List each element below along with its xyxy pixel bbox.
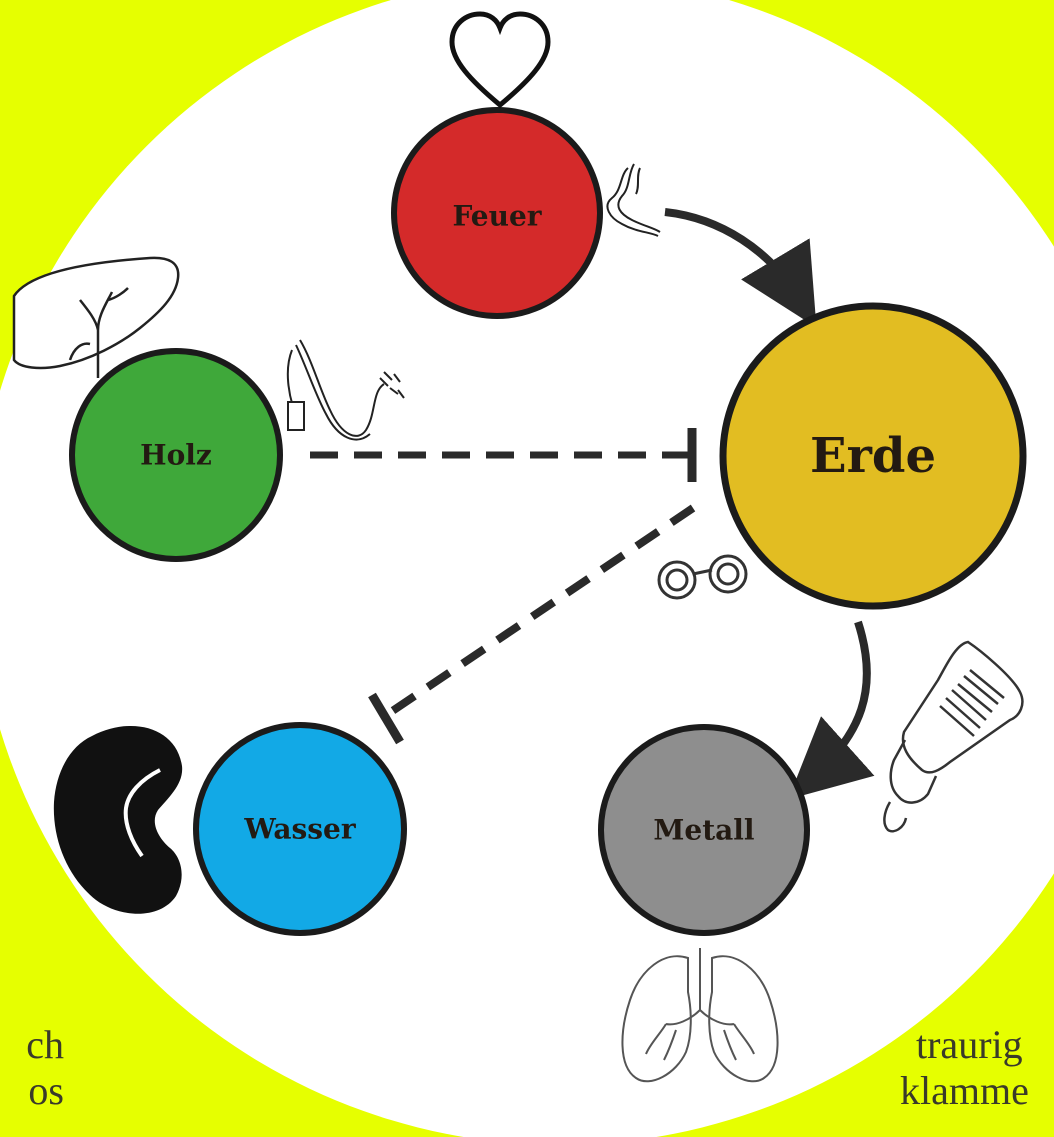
node-wasser-label: Wasser xyxy=(243,813,356,846)
node-metall: Metall xyxy=(598,724,810,936)
kidney-icon xyxy=(53,726,183,914)
node-holz-label: Holz xyxy=(140,439,212,472)
corner-text-left-line2: os xyxy=(28,1068,64,1113)
corner-text-left: ch os xyxy=(0,1022,64,1114)
corner-text-right-line1: traurig xyxy=(916,1022,1023,1067)
handcuffs-icon xyxy=(657,554,748,600)
baby-bottle-icon xyxy=(883,640,1024,833)
corner-text-right-line2: klamme xyxy=(900,1068,1029,1113)
whip-icon xyxy=(286,339,405,441)
node-metall-label: Metall xyxy=(653,814,754,847)
node-feuer: Feuer xyxy=(391,107,603,319)
node-feuer-label: Feuer xyxy=(452,200,542,233)
node-wasser: Wasser xyxy=(193,722,407,936)
heart-icon xyxy=(449,11,551,109)
node-erde: Erde xyxy=(719,302,1027,610)
arrow-feuer-to-erde xyxy=(664,208,817,328)
liver-icon xyxy=(12,256,180,378)
inhibition-bar-wasser xyxy=(368,692,404,745)
corner-text-right: traurig klamme xyxy=(900,1022,1054,1114)
corner-text-left-line1: ch xyxy=(26,1022,64,1067)
stomach-icon xyxy=(606,163,661,237)
inhibition-erde-wasser xyxy=(382,504,696,720)
arrow-erde-to-metall xyxy=(788,620,875,800)
node-holz: Holz xyxy=(69,348,283,562)
lungs-icon xyxy=(621,948,779,1083)
node-erde-label: Erde xyxy=(810,428,936,484)
